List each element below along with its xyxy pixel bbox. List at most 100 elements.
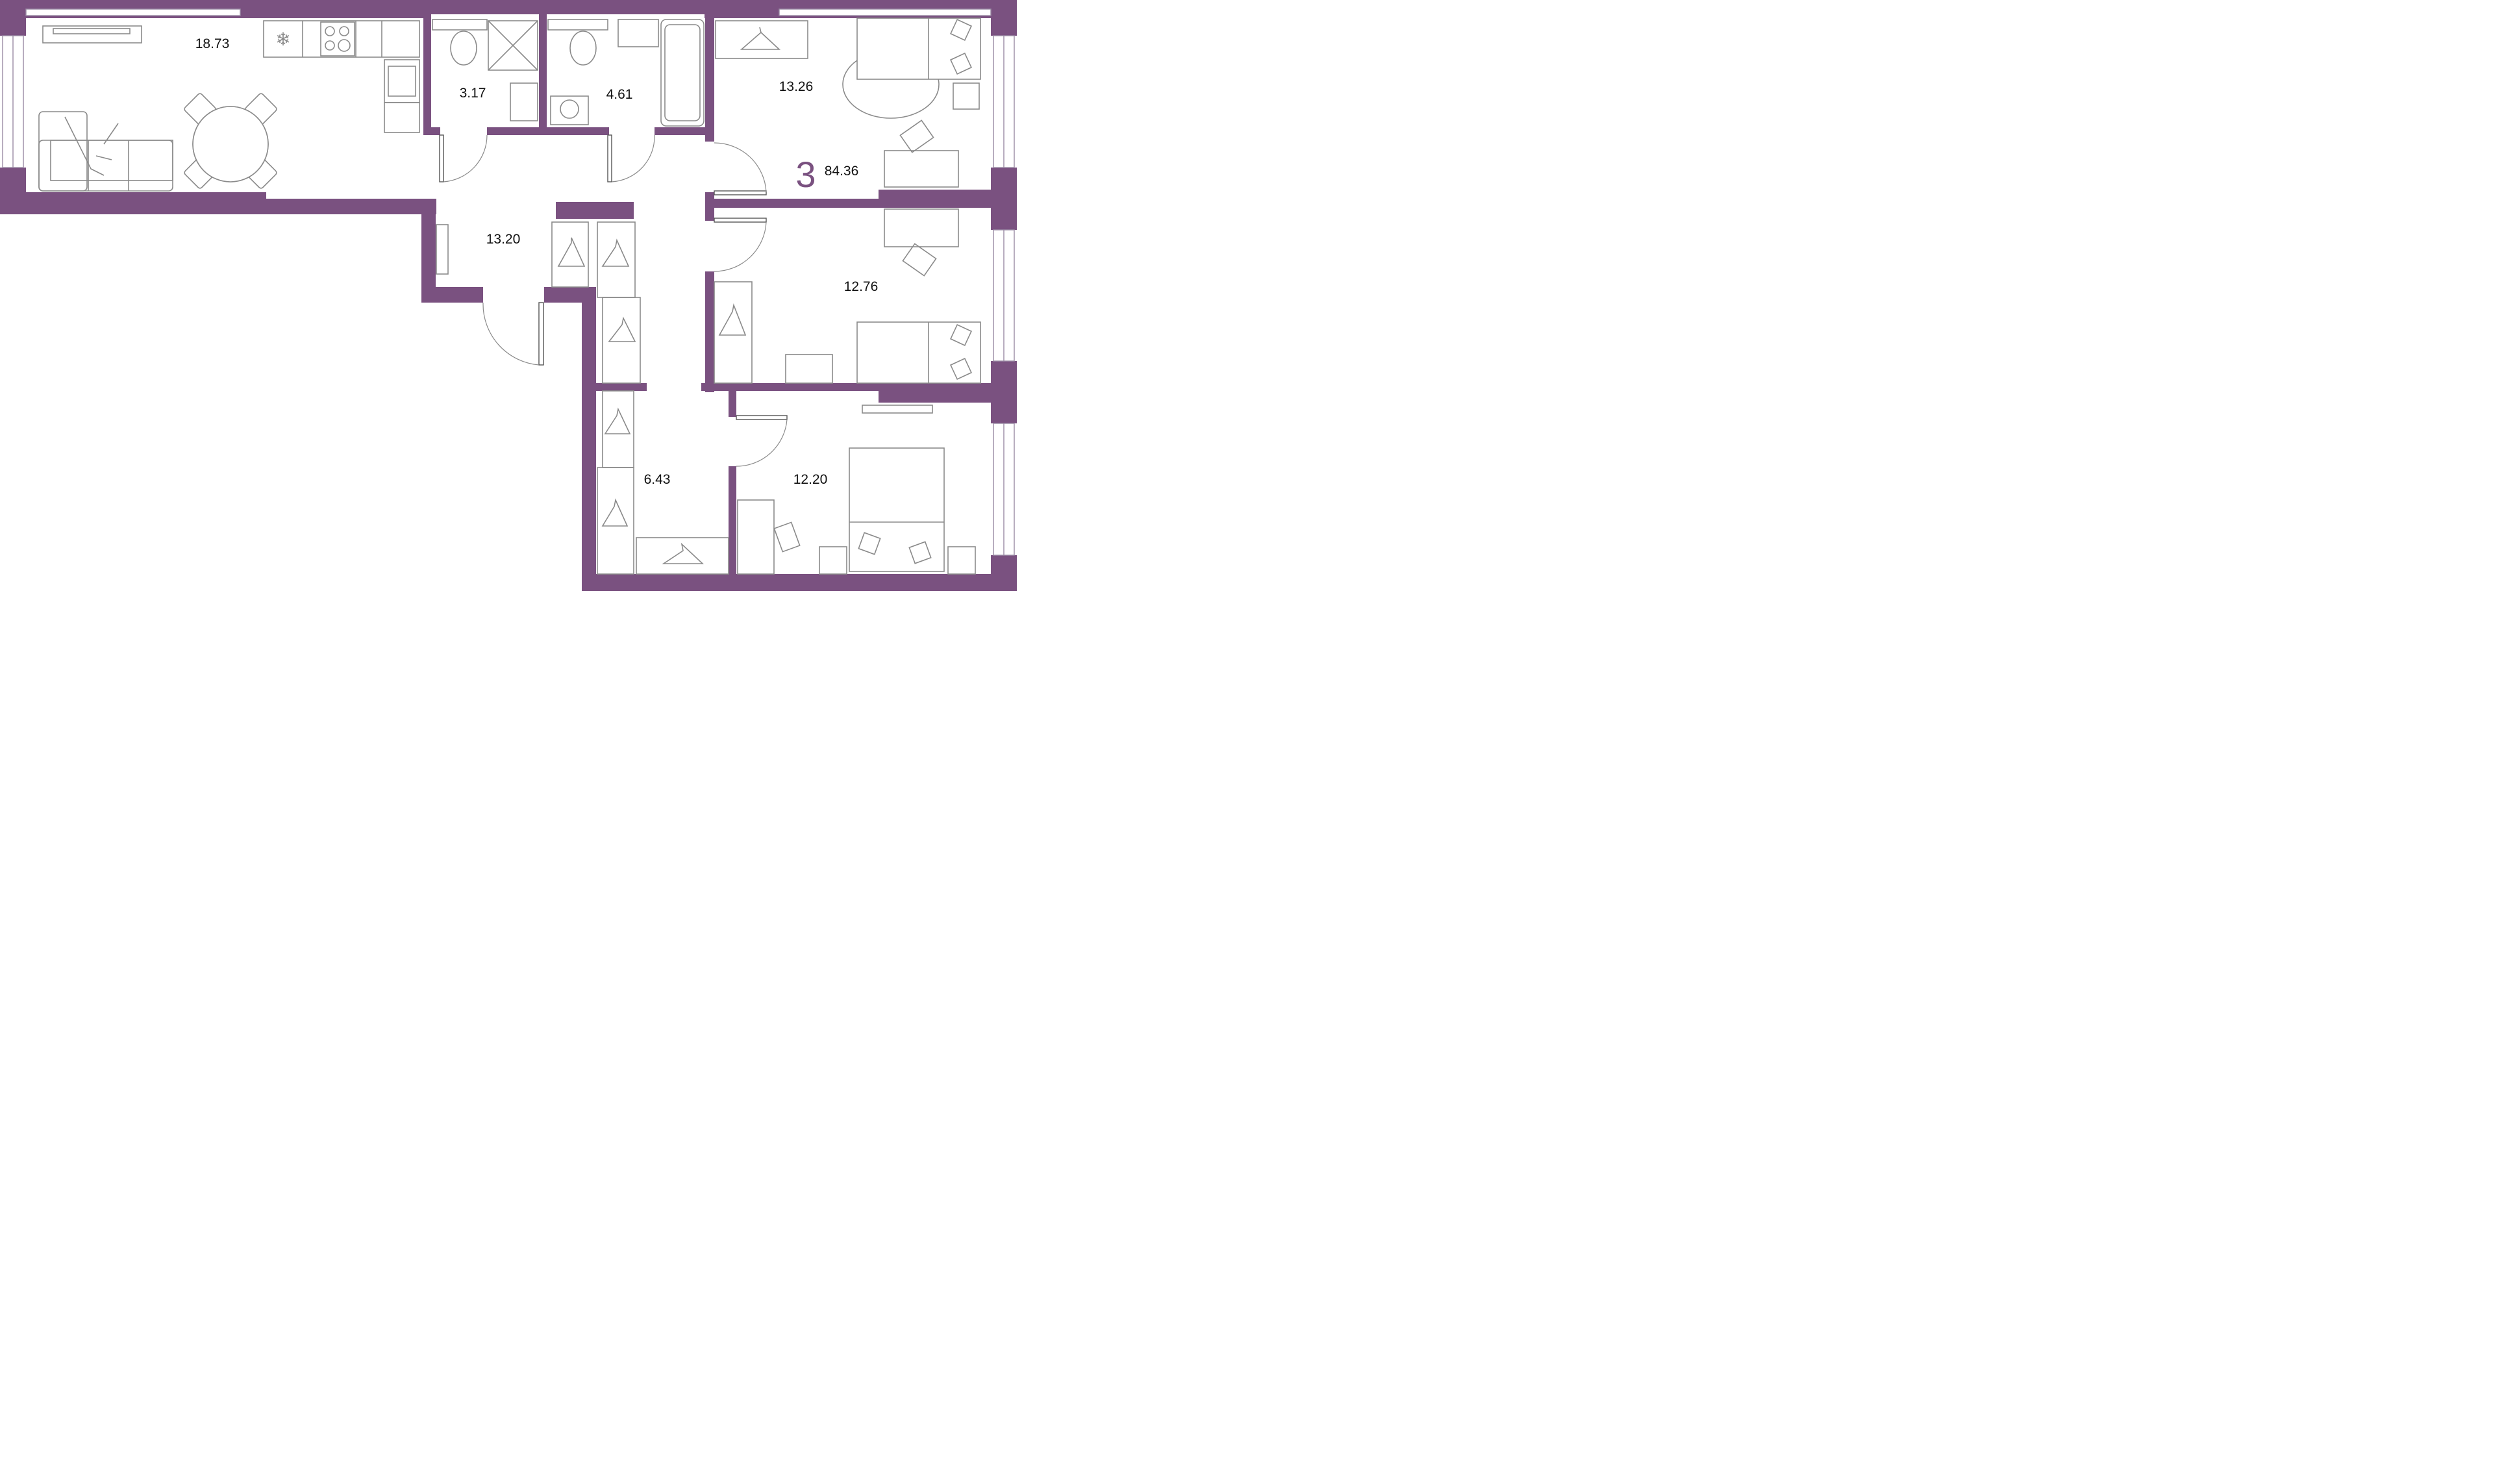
walls (0, 0, 1017, 591)
wall-closet-divider (596, 383, 647, 391)
bathtub-icon (660, 19, 705, 127)
wall-wc-left (423, 14, 431, 135)
area-hall: 13.20 (486, 232, 521, 247)
tv-stand-icon (42, 25, 142, 44)
closet-corridor-4 (597, 467, 634, 575)
hanger-icon (740, 27, 781, 50)
closet-corridor-3 (602, 390, 634, 468)
window-top-2 (779, 8, 992, 16)
wall-bed1-bottom-b (705, 199, 887, 208)
kitchen-living-furniture: ❄ (38, 20, 420, 192)
wall-living-bottom-2 (266, 199, 436, 214)
dresser-middle-icon (785, 354, 833, 384)
door-bed3-swing (736, 419, 788, 467)
wall-bath-right (705, 14, 714, 142)
wall-left-upper (0, 0, 26, 36)
bath-toilet-icon (569, 31, 597, 66)
windows (2, 8, 1015, 556)
desk-middle-icon (884, 208, 959, 247)
floor-plan: ❄ (0, 0, 1017, 591)
stove-icon (320, 21, 355, 56)
kitchen-counter-icon (263, 20, 420, 58)
bed-top-icon (856, 18, 981, 80)
door-bed1-swing (714, 142, 767, 193)
area-kitchen-living: 18.73 (195, 36, 230, 51)
wall-hall-bottom-left (421, 287, 483, 303)
wall-bath-bottom-a (539, 127, 609, 135)
area-corridor: 6.43 (644, 472, 671, 487)
chair-top-icon (899, 119, 934, 153)
area-bedroom-bottom: 12.20 (793, 472, 828, 487)
door-entry-leaf (538, 302, 544, 366)
wardrobe-top-icon (715, 20, 808, 59)
bedroom-bottom-furniture (737, 405, 976, 575)
chair-bottom-icon (773, 521, 801, 553)
area-bedroom-top: 13.26 (779, 79, 814, 94)
area-wc: 3.17 (460, 86, 486, 101)
wc-sink-icon (510, 82, 538, 121)
wall-hall-left (421, 199, 436, 303)
bed-middle-icon (856, 321, 981, 384)
wall-corridor-left (582, 287, 596, 591)
total-area: 84.36 (825, 164, 859, 179)
room-labels: 18.73 3.17 4.61 13.26 13.20 12.76 6.43 1… (195, 36, 879, 487)
door-entry-swing (482, 302, 540, 366)
sink-icon (388, 66, 416, 97)
area-bathroom: 4.61 (606, 87, 633, 102)
closet-corridor-5 (636, 537, 729, 575)
closet-corridor-2 (602, 297, 641, 384)
radiator-icon (436, 224, 449, 275)
desk-bottom-icon (737, 499, 775, 575)
area-bedroom-middle: 12.76 (844, 279, 879, 294)
wall-bath-bottom-b (655, 127, 713, 135)
fridge-snowflake-icon: ❄ (275, 29, 290, 50)
double-bed-icon (849, 447, 945, 572)
wall-hall-bottom-right (544, 287, 583, 303)
washing-machine-icon (550, 95, 589, 125)
wall-wc-bottom-b (487, 127, 547, 135)
sofa-icon (38, 111, 173, 192)
bathroom-furniture (547, 19, 705, 127)
wall-bed3-left-b (729, 466, 736, 583)
chair-middle-icon (902, 243, 937, 277)
dining-table-icon (184, 93, 277, 189)
wall-right-4 (991, 555, 1017, 591)
nightstand-icon (953, 82, 980, 110)
door-bath-leaf (607, 134, 612, 182)
wall-bed2-left (705, 271, 714, 392)
rooms-count: 3 (795, 154, 816, 195)
closet-corridor-1 (597, 221, 636, 298)
wc-furniture (432, 19, 538, 121)
door-bed3-leaf (736, 415, 788, 420)
wall-wc-right (539, 14, 547, 135)
wall-bed2-bottom (701, 383, 890, 391)
wall-right-1 (991, 0, 1017, 36)
door-wc-swing (443, 134, 488, 182)
door-bath-swing (611, 134, 655, 182)
toilet-icon (450, 31, 477, 66)
wall-right-3 (991, 361, 1017, 423)
door-bed1-leaf (714, 190, 767, 195)
bedroom-middle-furniture (714, 208, 981, 384)
wall-bed-left-mid (705, 192, 714, 221)
wall-living-bottom (0, 192, 266, 214)
wall-bottom (582, 574, 1017, 591)
wall-closet-top (556, 202, 634, 219)
window-top-1 (25, 8, 241, 16)
wall-right-2 (991, 168, 1017, 230)
wall-top-mid (423, 0, 709, 14)
door-wc-leaf (439, 134, 444, 182)
bath-sink-icon (618, 19, 659, 47)
bedroom-top-furniture (715, 18, 981, 188)
tv-bottom-icon (862, 405, 933, 414)
closet-hall-icon (551, 221, 589, 288)
hall-furniture (436, 221, 729, 575)
nightstand-right-icon (947, 546, 976, 575)
desk-top-icon (884, 150, 959, 188)
shower-icon (488, 20, 538, 71)
door-bed2-leaf (714, 218, 767, 223)
wall-wc-bottom-a (423, 127, 440, 135)
nightstand-left-icon (819, 546, 847, 575)
wardrobe-middle-icon (714, 281, 753, 384)
door-bed2-swing (714, 221, 767, 272)
